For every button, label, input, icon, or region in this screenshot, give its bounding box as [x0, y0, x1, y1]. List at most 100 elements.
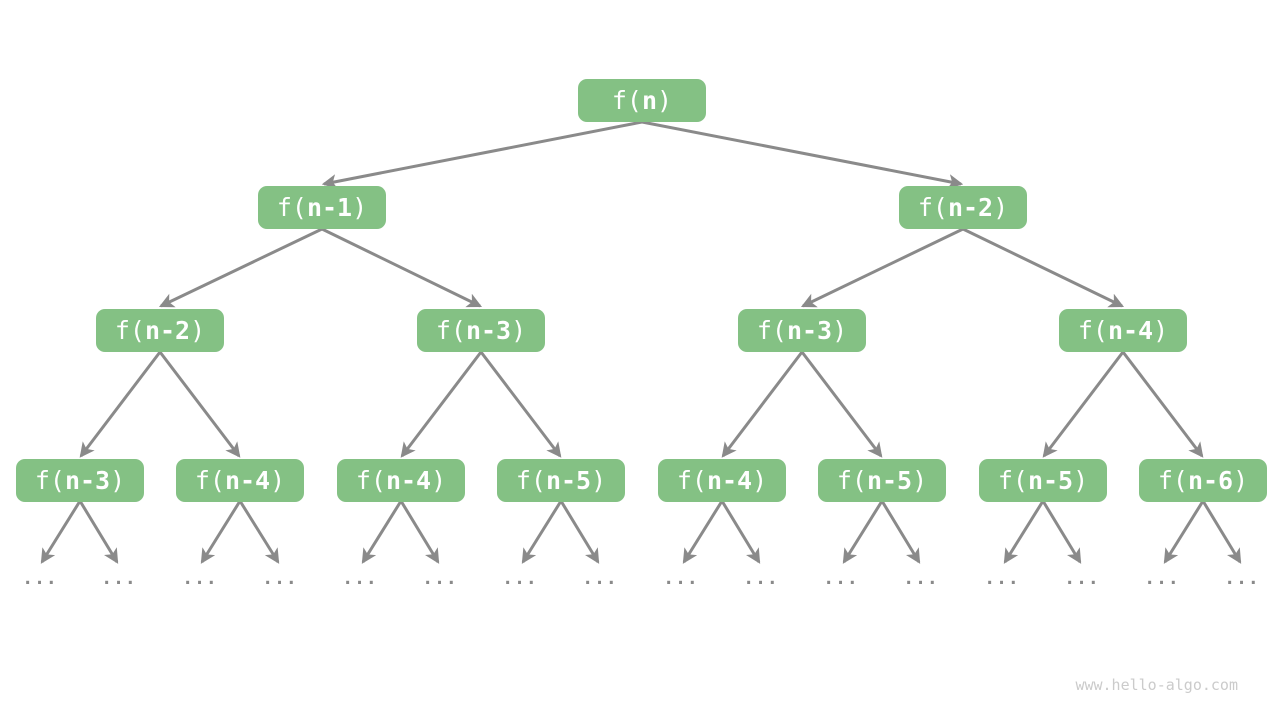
node-label-suffix: ) [591, 466, 607, 495]
edge-arrow [962, 227, 1125, 308]
edge-arrow [399, 500, 440, 564]
node-label-arg: n-6 [1187, 466, 1234, 495]
ellipsis-leaf: ... [262, 568, 298, 589]
node-label-prefix: f( [34, 466, 65, 495]
node-label-arg: n-5 [866, 466, 913, 495]
edge-arrow [1163, 500, 1205, 564]
edge-arrow [682, 500, 724, 564]
ellipsis-leaf: ... [1144, 568, 1180, 589]
edge-arrow [1121, 351, 1204, 458]
node-label-prefix: f( [836, 466, 867, 495]
edge-arrow [78, 500, 119, 564]
node-label-arg: n-3 [64, 466, 111, 495]
node-label-suffix: ) [832, 316, 848, 345]
tree-node: f(n-4) [658, 459, 786, 502]
watermark-text: www.hello-algo.com [1075, 676, 1238, 694]
node-label-arg: n-5 [1027, 466, 1074, 495]
edge-arrow [800, 351, 883, 458]
node-label-arg: n-3 [786, 316, 833, 345]
node-label-suffix: ) [431, 466, 447, 495]
edge-arrow [321, 120, 643, 189]
node-label-suffix: ) [657, 86, 673, 115]
node-label-arg: n-2 [144, 316, 191, 345]
tree-node: f(n-3) [16, 459, 144, 502]
tree-node: f(n-1) [258, 186, 386, 229]
node-label-prefix: f( [276, 193, 307, 222]
node-label-suffix: ) [912, 466, 928, 495]
edge-arrow [721, 351, 804, 458]
edge-arrow [479, 351, 562, 458]
node-label-prefix: f( [114, 316, 145, 345]
tree-node: f(n-2) [899, 186, 1027, 229]
node-label-suffix: ) [993, 193, 1009, 222]
node-label-prefix: f( [1157, 466, 1188, 495]
ellipsis-leaf: ... [22, 568, 58, 589]
node-label-prefix: f( [435, 316, 466, 345]
edge-arrow [79, 351, 162, 458]
node-label-prefix: f( [194, 466, 225, 495]
node-label-prefix: f( [515, 466, 546, 495]
node-label-arg: n-2 [947, 193, 994, 222]
ellipsis-leaf: ... [342, 568, 378, 589]
edge-arrow [1201, 500, 1242, 564]
edge-arrow [158, 351, 241, 458]
node-label-suffix: ) [1073, 466, 1089, 495]
node-label-suffix: ) [352, 193, 368, 222]
tree-node: f(n-4) [1059, 309, 1187, 352]
tree-node: f(n-2) [96, 309, 224, 352]
tree-node: f(n-5) [979, 459, 1107, 502]
ellipsis-leaf: ... [502, 568, 538, 589]
edge-arrow [559, 500, 600, 564]
edge-arrow [1042, 351, 1125, 458]
node-label-arg: n-4 [385, 466, 432, 495]
edge-arrow [1041, 500, 1082, 564]
ellipsis-leaf: ... [1224, 568, 1260, 589]
tree-node: f(n-4) [176, 459, 304, 502]
edge-arrow [842, 500, 884, 564]
node-label-prefix: f( [917, 193, 948, 222]
node-label-suffix: ) [190, 316, 206, 345]
node-label-prefix: f( [1077, 316, 1108, 345]
node-label-arg: n-4 [1107, 316, 1154, 345]
tree-node: f(n-5) [818, 459, 946, 502]
edge-arrow [1003, 500, 1045, 564]
node-label-arg: n-3 [465, 316, 512, 345]
tree-node-root: f(n) [578, 79, 706, 122]
edge-arrow [400, 351, 483, 458]
ellipsis-leaf: ... [1064, 568, 1100, 589]
ellipsis-leaf: ... [582, 568, 618, 589]
node-label-arg: n-1 [306, 193, 353, 222]
edge-arrow [641, 120, 964, 189]
node-label-arg: n-5 [545, 466, 592, 495]
edge-arrow [200, 500, 242, 564]
node-label-prefix: f( [676, 466, 707, 495]
ellipsis-leaf: ... [101, 568, 137, 589]
node-label-arg: n-4 [224, 466, 271, 495]
tree-node: f(n-3) [417, 309, 545, 352]
edge-arrow [321, 227, 483, 308]
edge-arrow [720, 500, 761, 564]
ellipsis-leaf: ... [422, 568, 458, 589]
ellipsis-leaf: ... [182, 568, 218, 589]
edge-arrow [158, 227, 323, 308]
node-label-prefix: f( [756, 316, 787, 345]
edge-arrow [238, 500, 280, 564]
node-label-suffix: ) [1233, 466, 1249, 495]
node-label-prefix: f( [997, 466, 1028, 495]
node-label-prefix: f( [611, 86, 642, 115]
ellipsis-leaf: ... [984, 568, 1020, 589]
ellipsis-leaf: ... [743, 568, 779, 589]
edge-arrow [40, 500, 82, 564]
tree-node: f(n-5) [497, 459, 625, 502]
ellipsis-leaf: ... [903, 568, 939, 589]
node-label-arg: n-4 [706, 466, 753, 495]
edge-arrow [800, 227, 964, 308]
edge-arrow [880, 500, 921, 564]
edge-arrow [521, 500, 563, 564]
ellipsis-leaf: ... [823, 568, 859, 589]
node-label-suffix: ) [752, 466, 768, 495]
edge-arrow [361, 500, 403, 564]
node-label-prefix: f( [355, 466, 386, 495]
